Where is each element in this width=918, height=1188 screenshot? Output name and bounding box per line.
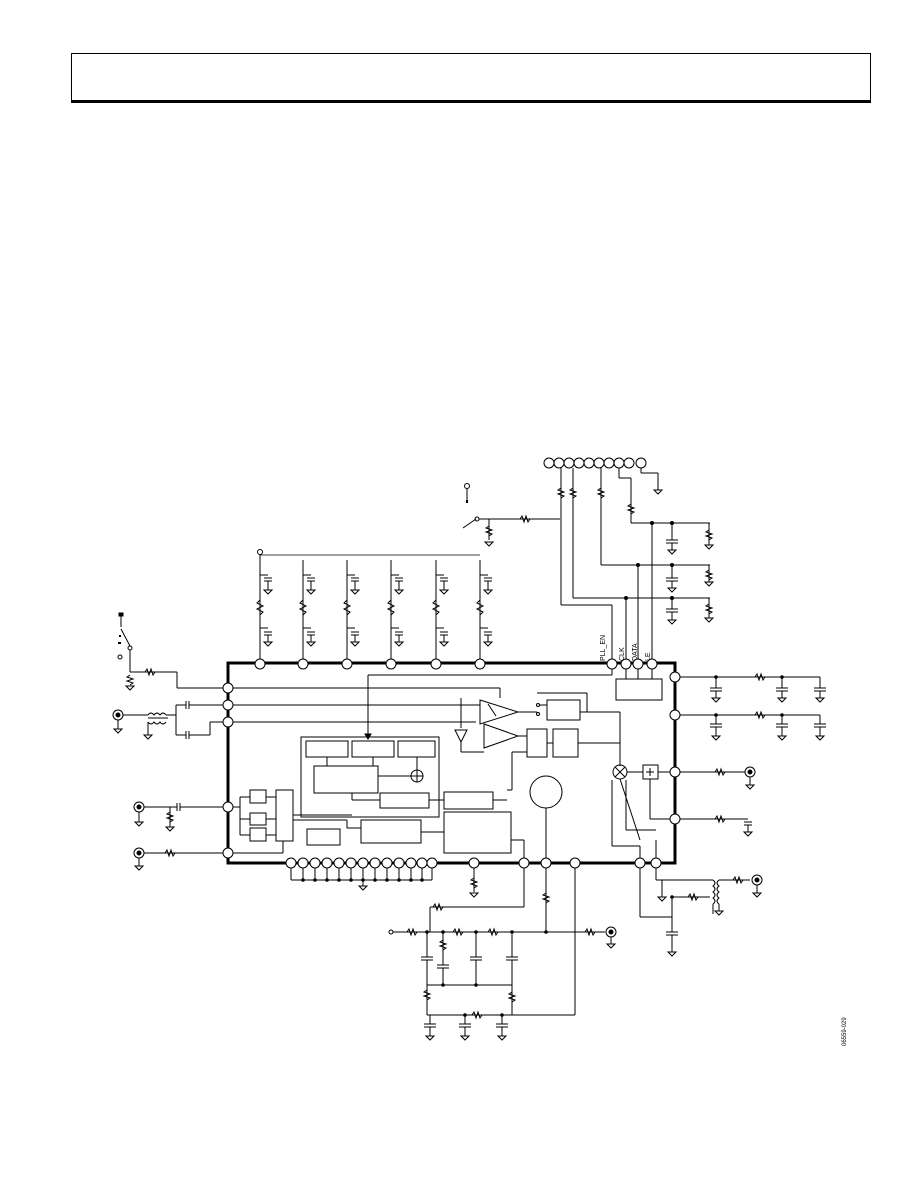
supply-branch-1 [254,555,274,670]
output-balun [639,868,763,957]
left-io-ports [133,801,228,871]
pin-label-clk: CLK [619,647,626,661]
bottom-loop-filter [388,857,662,1041]
mixer-summer-block [611,764,675,858]
pll-enable-jumper [462,483,560,547]
serial-pin-labels: PLL_EN CLK DATA LE [600,635,652,661]
supply-branch-2 [297,560,317,670]
internal-signal-paths [233,687,501,753]
supply-branch-4 [385,560,405,670]
pll-core-block [300,736,512,818]
lo-input-balun [112,701,228,740]
supply-branch-5 [430,560,450,670]
vco-tank-circle [529,775,563,809]
supply-branch-6 [474,560,494,670]
supply-branch-3 [341,560,361,670]
serial-line-filters [561,521,715,663]
figure-id: 06559-029 [842,1017,848,1046]
serial-interface-block [615,678,663,701]
ic-package-outline [226,661,677,865]
left-internal-logic [233,789,525,858]
page-header-box [71,53,871,103]
output-switch-divider [511,692,621,790]
right-side-ports [669,671,826,837]
vco-buffers [479,699,537,749]
serial-header-connector [543,457,710,605]
pin-label-le: LE [645,652,652,661]
serial-pins [606,658,658,670]
supply-pins-top [254,549,494,670]
left-control-jumper [117,612,228,691]
bottom-pin-row [285,857,438,891]
pin-label-data: DATA [632,643,639,661]
pin-label-pll-en: PLL_EN [600,635,607,661]
